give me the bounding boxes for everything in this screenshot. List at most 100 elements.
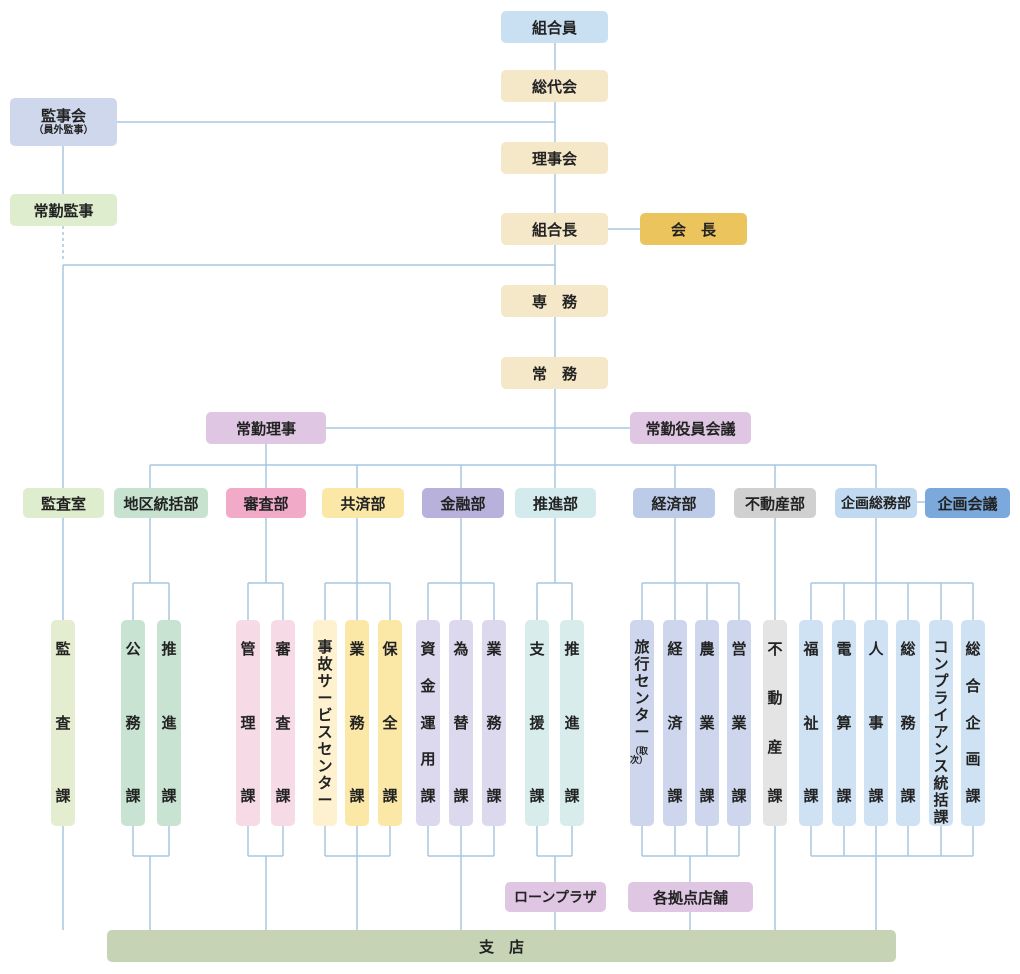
section-koumu: 公 務 課 [121,620,145,826]
section-gyoumu2-char-2: 課 [486,787,502,805]
section-shien-char-0: 支 [529,640,545,658]
section-jiko-char-6: セ [317,740,333,758]
node-joukin-riji: 常勤理事 [206,412,326,444]
section-nougyou-char-0: 農 [699,640,715,658]
section-shikin-char-4: 課 [420,787,436,805]
section-ryokou-char-4: タ [634,706,650,724]
node-soudai: 総代会 [501,70,608,102]
section-shinsa-char-1: 査 [275,713,291,732]
section-jinji-char-2: 課 [868,787,884,805]
section-sougou-char-0: 総 [965,640,981,658]
section-kawase-char-2: 課 [453,787,469,805]
section-hozen: 保 全 課 [378,620,402,826]
section-ryokou-char-2: セ [634,672,650,690]
node-kaichou: 会 長 [640,213,747,245]
section-koumu-char-0: 公 [125,640,141,658]
section-fukushi-char-1: 祉 [803,713,819,732]
section-fudousan: 不 動 産 課 [763,620,787,826]
section-jinji: 人 事 課 [864,620,888,826]
section-densan: 電 算 課 [832,620,856,826]
node-loan-plaza: ローンプラザ [505,882,606,912]
section-shien: 支 援 課 [525,620,549,826]
section-compliance-char-6: ン [933,740,949,758]
section-fudousan-char-2: 産 [767,738,783,756]
node-joukin-kanji: 常勤監事 [10,194,117,226]
section-kansa: 監 査 課 [51,620,75,826]
kanjikai-label: 監事会 [40,106,86,125]
section-gyoumu1: 業 務 課 [345,620,369,826]
section-nougyou: 農 業 課 [695,620,719,826]
section-keizai-char-1: 済 [667,713,683,732]
section-jinji-char-1: 事 [868,713,884,732]
section-compliance-char-5: ア [933,723,949,741]
section-ryokou-char-3: ン [634,689,650,707]
section-ryokou: 旅 行 セ ン タ ー （取次） [630,620,654,826]
section-compliance-char-0: コ [933,638,949,656]
section-jiko-char-2: サ [317,672,333,690]
section-compliance-char-3: ラ [933,689,949,707]
section-gyoumu2: 業 務 課 [482,620,506,826]
node-kyoten-tenpo: 各拠点店舗 [628,882,753,912]
section-densan-char-2: 課 [836,787,852,805]
section-soumu-char-1: 務 [900,713,916,732]
dept-suishin: 推進部 [515,488,596,518]
dept-kikaku-kaigi: 企画会議 [925,488,1010,518]
dept-fudousan: 不動産部 [734,488,816,518]
section-fukushi: 福 祉 課 [799,620,823,826]
section-compliance-char-2: プ [933,672,949,690]
section-shinsa-char-2: 課 [275,787,291,805]
section-shikin-char-2: 運 [420,713,436,732]
section-shikin-char-3: 用 [420,750,436,769]
node-kanjikai: 監事会 （員外監事） [10,98,117,146]
section-jiko-char-8: タ [317,774,333,792]
section-kanri-char-2: 課 [240,787,256,805]
section-kawase-char-1: 替 [453,713,469,732]
section-suishin2-char-2: 課 [564,787,580,805]
section-sougou-char-3: 画 [965,750,981,769]
section-eigyou: 営 業 課 [727,620,751,826]
section-nougyou-char-2: 課 [699,787,715,805]
section-kawase: 為 替 課 [449,620,473,826]
node-yakuin-kaigi: 常勤役員会議 [630,412,751,444]
section-suishin2-char-0: 推 [564,640,580,658]
section-compliance-char-9: 括 [933,791,949,809]
section-compliance-char-7: ス [933,757,949,775]
section-jiko-char-1: 故 [317,655,333,673]
section-sougou-char-2: 企 [965,713,981,732]
section-kansa-char-2: 課 [55,787,71,805]
dept-kyousai: 共済部 [322,488,404,518]
section-shinsa-char-0: 審 [275,640,291,658]
section-shikin-char-1: 金 [420,676,436,695]
section-gyoumu1-char-2: 課 [349,787,365,805]
section-hozen-char-2: 課 [382,787,398,805]
section-jiko-char-9: ー [317,791,333,809]
section-kanri: 管 理 課 [236,620,260,826]
section-densan-char-0: 電 [836,640,852,658]
section-fudousan-char-3: 課 [767,787,783,805]
section-soumu-char-2: 課 [900,787,916,805]
section-compliance: コ ン プ ラ イ ア ン ス 統 括 課 [929,620,953,826]
section-soumu: 総 務 課 [896,620,920,826]
section-suishin2-char-1: 進 [564,713,580,732]
section-ryokou-char-0: 旅 [634,638,650,656]
section-densan-char-1: 算 [836,713,852,732]
section-suishin1: 推 進 課 [157,620,181,826]
dept-keizai: 経済部 [633,488,715,518]
section-kanri-char-0: 管 [240,640,256,658]
section-compliance-char-8: 統 [933,774,949,792]
section-compliance-char-1: ン [933,655,949,673]
section-jiko-char-0: 事 [317,638,333,656]
section-suishin1-char-1: 進 [161,713,177,732]
node-rijikai: 理事会 [501,142,608,174]
section-compliance-char-4: イ [933,706,949,724]
section-eigyou-char-0: 営 [731,640,747,658]
section-gyoumu2-char-1: 務 [486,713,502,732]
section-suishin2: 推 進 課 [560,620,584,826]
dept-chiku: 地区統括部 [114,488,208,518]
section-sougou-kikaku: 総 合 企 画 課 [961,620,985,826]
section-sougou-char-4: 課 [965,787,981,805]
section-hozen-char-0: 保 [382,640,398,658]
dept-shinsa: 審査部 [226,488,306,518]
